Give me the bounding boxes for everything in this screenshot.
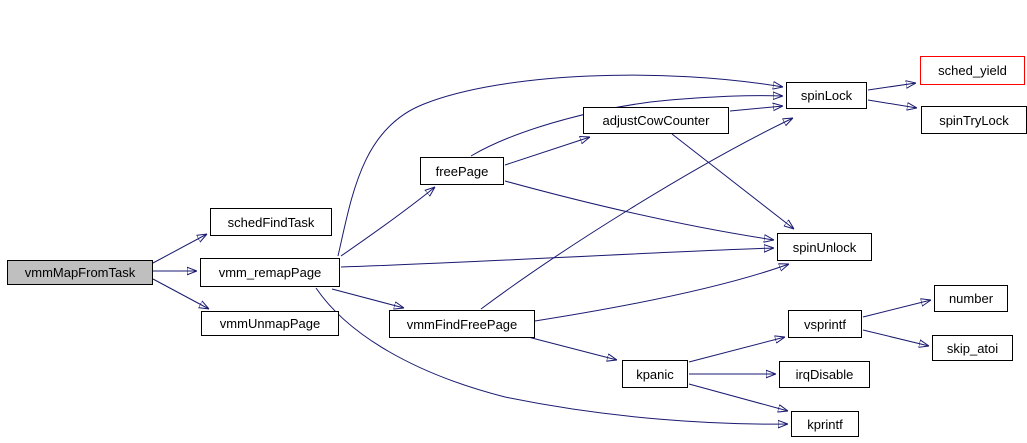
edge-adjustCowCounter-spinUnlock (671, 133, 794, 229)
edge-freePage-spinUnlock (504, 180, 774, 240)
edge-vmmMapFromTask-vmmUnmapPage (152, 278, 209, 309)
node-label: spinLock (800, 88, 853, 103)
node-label: number (948, 291, 994, 306)
node-label: spinUnlock (792, 239, 857, 255)
node-label: adjustCowCounter (602, 113, 710, 128)
edge-adjustCowCounter-spinLock (729, 106, 783, 112)
node-freePage[interactable]: freePage (420, 157, 504, 185)
node-adjustCowCounter[interactable]: adjustCowCounter (583, 107, 729, 134)
node-schedFindTask[interactable]: schedFindTask (210, 208, 332, 236)
edge-freePage-adjustCowCounter (504, 137, 590, 166)
edge-vmmFindFreePage-spinUnlock (534, 264, 789, 322)
node-label: vmm_remapPage (218, 265, 322, 280)
edge-vmmFindFreePage-kpanic (527, 336, 617, 360)
edge-freePage-spinLock (470, 96, 783, 157)
edge-vmm_remapPage-spinLock (337, 74, 783, 257)
node-vmmMapFromTask[interactable]: vmmMapFromTask (7, 260, 153, 285)
node-label: schedFindTask (227, 214, 315, 230)
edge-spinLock-sched_yield (867, 83, 916, 91)
node-label: spinTryLock (939, 112, 1009, 128)
node-vmm_remapPage[interactable]: vmm_remapPage (200, 258, 340, 287)
edge-vmm_remapPage-spinUnlock (340, 248, 774, 268)
node-irqDisable[interactable]: irqDisable (779, 361, 870, 388)
node-vmmFindFreePage[interactable]: vmmFindFreePage (389, 310, 535, 338)
edge-kpanic-vsprintf (688, 337, 785, 363)
edge-vmm_remapPage-vmmFindFreePage (331, 288, 404, 308)
edge-vsprintf-number (862, 300, 931, 318)
edge-spinLock-spinTryLock (867, 99, 917, 108)
edge-kpanic-kprintf (688, 383, 788, 411)
node-vsprintf[interactable]: vsprintf (788, 310, 862, 338)
node-label: vmmMapFromTask (24, 265, 136, 280)
node-label: sched_yield (938, 63, 1007, 78)
node-sched_yield[interactable]: sched_yield (920, 56, 1025, 85)
node-kpanic[interactable]: kpanic (622, 360, 688, 388)
node-spinTryLock[interactable]: spinTryLock (921, 106, 1027, 134)
node-label: kprintf (807, 416, 843, 432)
node-spinUnlock[interactable]: spinUnlock (777, 233, 872, 261)
edge-vsprintf-skip_atoi (862, 329, 929, 346)
node-label: freePage (435, 163, 489, 179)
node-label: vmmFindFreePage (406, 316, 518, 332)
edge-vmmFindFreePage-spinLock (480, 118, 793, 310)
node-label: vmmUnmapPage (219, 316, 321, 331)
node-spinLock[interactable]: spinLock (786, 82, 867, 109)
node-label: skip_atoi (946, 340, 999, 356)
node-label: kpanic (636, 366, 674, 382)
node-label: irqDisable (795, 367, 854, 382)
edge-vmm_remapPage-freePage (340, 187, 435, 257)
node-label: vsprintf (804, 316, 846, 332)
node-kprintf[interactable]: kprintf (791, 411, 859, 437)
edge-vmm_remapPage-kprintf (315, 287, 788, 424)
node-vmmUnmapPage[interactable]: vmmUnmapPage (201, 311, 339, 336)
node-number[interactable]: number (934, 285, 1008, 312)
node-skip_atoi[interactable]: skip_atoi (932, 335, 1013, 361)
edge-vmmMapFromTask-schedFindTask (152, 234, 207, 264)
